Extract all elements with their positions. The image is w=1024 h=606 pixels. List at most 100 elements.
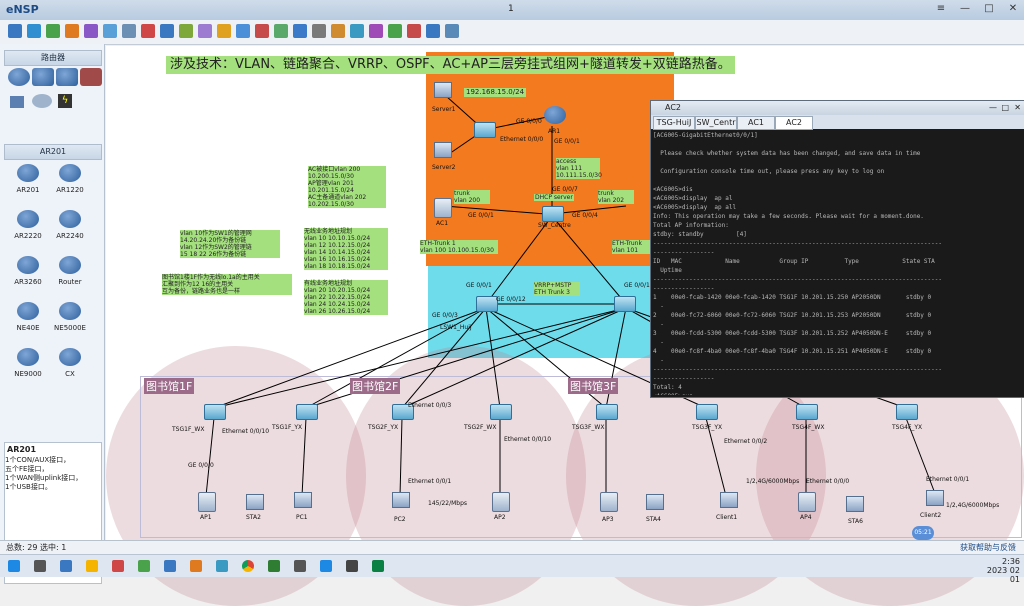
- search-icon[interactable]: [34, 560, 46, 572]
- toolbar-button-icon[interactable]: [407, 24, 421, 38]
- toolbar-button-icon[interactable]: [274, 24, 288, 38]
- taskview-icon[interactable]: [60, 560, 72, 572]
- file-explorer-icon[interactable]: [86, 560, 98, 572]
- router-category-icon[interactable]: [8, 68, 30, 86]
- app-icon[interactable]: [320, 560, 332, 572]
- toolbar-button-icon[interactable]: [369, 24, 383, 38]
- tab-ac1[interactable]: AC1: [737, 116, 775, 130]
- device-cx-icon[interactable]: [59, 348, 81, 366]
- toolbar-button-icon[interactable]: [236, 24, 250, 38]
- client2-icon[interactable]: [926, 490, 944, 506]
- tsg4f-yx-switch-icon[interactable]: [896, 404, 918, 420]
- toolbar-button-icon[interactable]: [27, 24, 41, 38]
- toolbar-button-icon[interactable]: [388, 24, 402, 38]
- pc2-label: PC2: [394, 516, 406, 523]
- toolbar-button-icon[interactable]: [350, 24, 364, 38]
- device-ar2240-icon[interactable]: [59, 210, 81, 228]
- sta2-icon[interactable]: [246, 494, 264, 510]
- app-icon[interactable]: [216, 560, 228, 572]
- device-ar1220-icon[interactable]: [59, 164, 81, 182]
- tsg3f-yx-switch-icon[interactable]: [696, 404, 718, 420]
- lsw2-switch-icon[interactable]: [614, 296, 636, 312]
- firewall-category-icon[interactable]: [80, 68, 102, 86]
- tsg4f-wx-switch-icon[interactable]: [796, 404, 818, 420]
- ap3-icon[interactable]: [600, 492, 618, 512]
- sw-centre-icon[interactable]: [542, 206, 564, 222]
- device-ne5000e-icon[interactable]: [59, 302, 81, 320]
- tsg1f-yx-switch-icon[interactable]: [296, 404, 318, 420]
- toolbar-button-icon[interactable]: [84, 24, 98, 38]
- toolbar-button-icon[interactable]: [122, 24, 136, 38]
- ac1-icon[interactable]: [434, 198, 452, 218]
- server-switch-icon[interactable]: [474, 122, 496, 138]
- server1-icon[interactable]: [434, 82, 452, 98]
- ap1-icon[interactable]: [198, 492, 216, 512]
- toolbar-button-icon[interactable]: [103, 24, 117, 38]
- chrome-icon[interactable]: [242, 560, 254, 572]
- toolbar-button-icon[interactable]: [426, 24, 440, 38]
- ar1-router-icon[interactable]: [544, 106, 566, 124]
- close-button[interactable]: ✕: [1008, 3, 1018, 14]
- toolbar-button-icon[interactable]: [445, 24, 459, 38]
- toolbar-button-icon[interactable]: [331, 24, 345, 38]
- toolbar-button-icon[interactable]: [312, 24, 326, 38]
- toolbar-button-icon[interactable]: [255, 24, 269, 38]
- ensp-icon[interactable]: [268, 560, 280, 572]
- terminal-minimize-button[interactable]: —: [989, 103, 997, 112]
- app-icon[interactable]: [372, 560, 384, 572]
- switch-category-icon[interactable]: [32, 68, 54, 86]
- device-ar201-icon[interactable]: [17, 164, 39, 182]
- sta6-icon[interactable]: [846, 496, 864, 512]
- toolbar-button-icon[interactable]: [141, 24, 155, 38]
- tsg2f-yx-switch-icon[interactable]: [392, 404, 414, 420]
- tsg3f-wx-switch-icon[interactable]: [596, 404, 618, 420]
- ap2-icon[interactable]: [492, 492, 510, 512]
- terminal-window-ac2[interactable]: AC2 — □ ✕ TSG-HuiJ SW_Centr AC1 AC2 [AC6…: [650, 100, 1024, 398]
- toolbar-button-icon[interactable]: [217, 24, 231, 38]
- device-router-icon[interactable]: [59, 256, 81, 274]
- toolbar-button-icon[interactable]: [179, 24, 193, 38]
- toolbar-button-icon[interactable]: [8, 24, 22, 38]
- device-ne40e-icon[interactable]: [17, 302, 39, 320]
- pc-category-icon[interactable]: [10, 96, 24, 108]
- help-feedback-link[interactable]: 获取帮助与反馈: [960, 543, 1016, 552]
- app-icon[interactable]: [112, 560, 124, 572]
- toolbar-button-icon[interactable]: [46, 24, 60, 38]
- terminal-close-button[interactable]: ✕: [1014, 103, 1021, 112]
- timer-badge[interactable]: 05:21: [912, 526, 934, 540]
- toolbar-button-icon[interactable]: [160, 24, 174, 38]
- device-ar2220-icon[interactable]: [17, 210, 39, 228]
- toolbar-button-icon[interactable]: [293, 24, 307, 38]
- tab-tsg-huij[interactable]: TSG-HuiJ: [653, 116, 695, 130]
- server2-icon[interactable]: [434, 142, 452, 158]
- maximize-button[interactable]: □: [984, 3, 994, 14]
- device-ar3260-icon[interactable]: [17, 256, 39, 274]
- start-icon[interactable]: [8, 560, 20, 572]
- app-icon[interactable]: [346, 560, 358, 572]
- cloud-category-icon[interactable]: [32, 94, 52, 108]
- ap4-icon[interactable]: [798, 492, 816, 512]
- ap3-label: AP3: [602, 516, 614, 523]
- terminal-maximize-button[interactable]: □: [1001, 103, 1009, 112]
- terminal-output[interactable]: [AC6005-GigabitEthernet0/0/1] Please che…: [653, 132, 942, 395]
- toolbar-button-icon[interactable]: [198, 24, 212, 38]
- tab-ac2[interactable]: AC2: [775, 116, 813, 130]
- tsg1f-wx-switch-icon[interactable]: [204, 404, 226, 420]
- app-icon[interactable]: [190, 560, 202, 572]
- app-icon[interactable]: [164, 560, 176, 572]
- client1-icon[interactable]: [720, 492, 738, 508]
- wlan-category-icon[interactable]: [56, 68, 78, 86]
- sta4-icon[interactable]: [646, 494, 664, 510]
- pc2-icon[interactable]: [392, 492, 410, 508]
- minimize-button[interactable]: —: [960, 3, 970, 14]
- app-icon[interactable]: [138, 560, 150, 572]
- lsw1-switch-icon[interactable]: [476, 296, 498, 312]
- menu-icon[interactable]: ≡: [936, 3, 946, 14]
- toolbar-button-icon[interactable]: [65, 24, 79, 38]
- tab-sw-centre[interactable]: SW_Centr: [695, 116, 737, 130]
- connection-category-icon[interactable]: ϟ: [58, 94, 72, 108]
- pc1-icon[interactable]: [294, 492, 312, 508]
- tsg2f-wx-switch-icon[interactable]: [490, 404, 512, 420]
- device-ne9000-icon[interactable]: [17, 348, 39, 366]
- app-icon[interactable]: [294, 560, 306, 572]
